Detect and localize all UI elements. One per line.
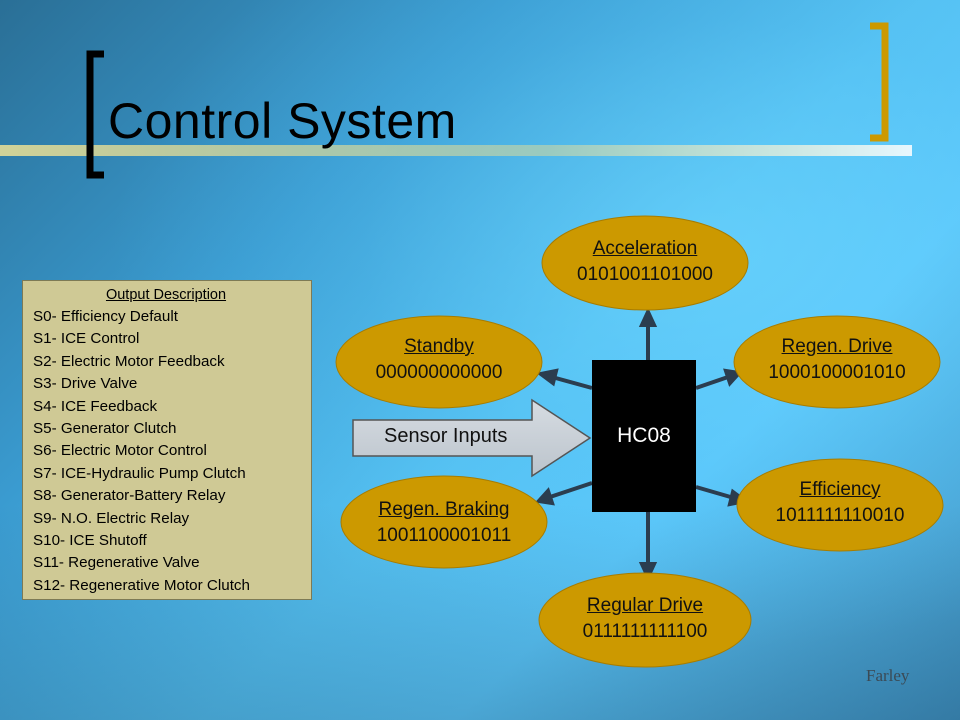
arrowhead-regular-drive xyxy=(638,562,658,582)
arrowhead-regen-braking xyxy=(535,487,555,506)
legend-item-s10: S10- ICE Shutoff xyxy=(33,532,147,550)
legend-item-s12: S12- Regenerative Motor Clutch xyxy=(33,576,250,594)
node-standby: Standby 000000000000 xyxy=(336,335,542,387)
node-standby-shape xyxy=(335,315,543,409)
node-regen-braking-name: Regen. Braking xyxy=(378,499,510,520)
controller-label: HC08 xyxy=(617,424,671,447)
node-efficiency: Efficiency 1011111110010 xyxy=(737,478,943,530)
sensor-input-arrow xyxy=(352,398,592,478)
node-regen-braking: Regen. Braking 1001100001011 xyxy=(341,498,547,550)
title-bracket-right xyxy=(870,22,889,142)
legend-item-s0: S0- Efficiency Default xyxy=(33,308,178,325)
node-regular-drive-shape xyxy=(538,572,752,668)
node-regen-drive: Regen. Drive 1000100001010 xyxy=(734,335,940,387)
legend-item-s11: S11- Regenerative Valve xyxy=(33,554,200,572)
author-credit: Farley xyxy=(866,666,910,685)
arrow-to-standby xyxy=(551,375,593,390)
arrowhead-standby xyxy=(536,368,559,387)
node-regen-drive-name: Regen. Drive xyxy=(781,336,893,357)
node-acceleration-shape xyxy=(541,215,749,311)
arrowhead-regen-drive xyxy=(723,368,743,387)
node-acceleration-name: Acceleration xyxy=(592,238,698,259)
arrowhead-acceleration xyxy=(638,307,658,327)
node-regen-drive-shape xyxy=(733,315,941,409)
legend-item-s3: S3- Drive Valve xyxy=(33,375,138,393)
node-acceleration: Acceleration 0101001101000 xyxy=(542,237,748,289)
node-regular-drive-code: 0111111111100 xyxy=(582,621,708,642)
node-efficiency-code: 1011111110010 xyxy=(775,505,905,526)
node-regen-drive-code: 1000100001010 xyxy=(768,362,906,383)
controller-hc08: HC08 xyxy=(592,360,696,512)
node-efficiency-name: Efficiency xyxy=(799,479,881,500)
controller-box xyxy=(592,360,696,512)
node-efficiency-shape xyxy=(736,458,944,552)
sensor-inputs-label: Sensor Inputs xyxy=(384,425,508,447)
output-description-heading: Output Description xyxy=(105,287,227,303)
title-underline-bar xyxy=(0,145,912,156)
node-regen-braking-shape xyxy=(340,475,548,569)
output-description-panel: Output Description S0- Efficiency Defaul… xyxy=(22,280,312,600)
legend-item-s9: S9- N.O. Electric Relay xyxy=(33,509,190,527)
node-standby-name: Standby xyxy=(404,336,474,357)
arrow-to-efficiency xyxy=(695,485,735,500)
node-acceleration-code: 0101001101000 xyxy=(577,264,713,285)
slide-title: Control System xyxy=(108,93,457,149)
node-regular-drive: Regular Drive 0111111111100 xyxy=(539,594,751,646)
title-bracket-left xyxy=(86,50,104,179)
legend-item-s4: S4- ICE Feedback xyxy=(33,397,158,415)
node-regen-braking-code: 1001100001011 xyxy=(376,525,512,546)
node-standby-code: 000000000000 xyxy=(375,362,503,383)
legend-item-s5: S5- Generator Clutch xyxy=(33,420,177,438)
legend-item-s6: S6- Electric Motor Control xyxy=(33,442,207,460)
legend-item-s8: S8- Generator-Battery Relay xyxy=(33,487,226,505)
legend-item-s2: S2- Electric Motor Feedback xyxy=(33,352,225,370)
node-regular-drive-name: Regular Drive xyxy=(586,595,704,616)
legend-item-s1: S1- ICE Control xyxy=(33,330,140,348)
arrow-to-regen-braking xyxy=(549,481,593,499)
legend-item-s7: S7- ICE-Hydraulic Pump Clutch xyxy=(33,464,246,482)
arrow-to-regen-drive xyxy=(695,375,729,390)
